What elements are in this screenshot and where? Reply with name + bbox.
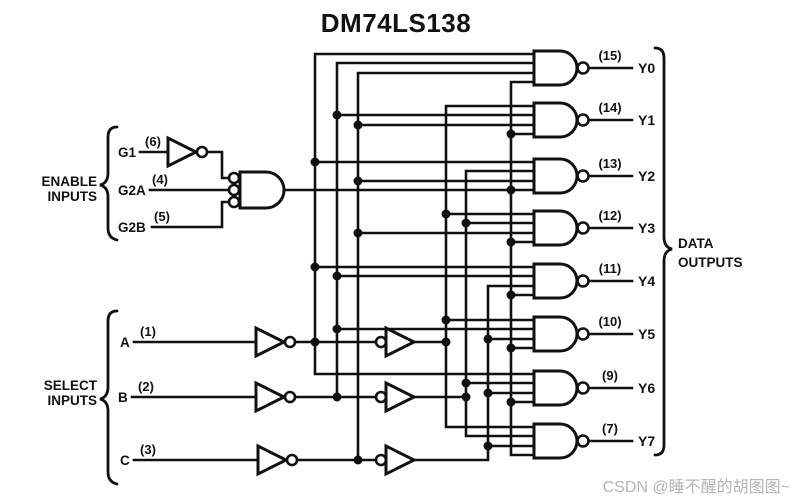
inverter-b1-icon [254, 380, 288, 414]
pin-label-g1: (6) [145, 134, 161, 149]
pin-label-a: (1) [140, 324, 156, 339]
pin-label-y0: (15) [598, 48, 621, 63]
signal-label-b: B [118, 390, 128, 405]
enable-inputs-brace [99, 125, 119, 242]
junction-dots [310, 110, 516, 465]
nand-gate-y2-bubble [576, 169, 590, 183]
pin-label-y7: (7) [602, 421, 618, 436]
pin-label-g2a: (4) [152, 172, 168, 187]
bus-b-not [335, 61, 536, 399]
output-label-y7: Y7 [638, 433, 655, 449]
inverter-c2-icon [384, 443, 418, 477]
nand-gate-y1-icon [532, 101, 579, 139]
g1-inverter-icon [166, 135, 200, 169]
nand-gate-y6-icon [532, 369, 579, 407]
bus-enable [509, 80, 536, 457]
enable-gate-bubble-g2a [227, 183, 241, 197]
nand-gate-y1-bubble [576, 113, 590, 127]
nand-gate-y7-icon [532, 422, 579, 460]
nand-gate-y2-icon [532, 157, 579, 195]
bus-c-not [356, 71, 536, 462]
enable-inputs-group: ENABLE INPUTS G1 (6) G2A (4) G2B (5) [41, 134, 169, 235]
input-gates [166, 135, 418, 477]
pin-label-b: (2) [138, 379, 154, 394]
output-label-y1: Y1 [638, 112, 655, 128]
page-title: DM74LS138 [321, 8, 471, 38]
output-nand-gates [532, 49, 590, 460]
output-label-y4: Y4 [638, 273, 655, 289]
data-outputs-brace [653, 46, 673, 457]
bus-a-not [313, 52, 536, 376]
wire-g1-inverted [205, 150, 231, 180]
g1-inverter-bubble [195, 145, 209, 159]
output-label-y6: Y6 [638, 380, 655, 396]
nand-gate-y0-bubble [576, 61, 590, 75]
pin-label-y1: (14) [598, 100, 621, 115]
pin-label-y6: (9) [602, 368, 618, 383]
pin-label-y4: (11) [599, 261, 621, 276]
pin-label-c: (3) [140, 442, 156, 457]
output-label-y5: Y5 [638, 326, 655, 342]
nand-gate-y4-icon [532, 262, 579, 300]
signal-label-g2a: G2A [118, 183, 146, 198]
inverter-c1-icon [256, 443, 290, 477]
pin-label-y5: (10) [598, 314, 621, 329]
inverter-a2-icon [384, 325, 418, 359]
pin-label-g2b: (5) [154, 209, 170, 224]
signal-label-g1: G1 [118, 145, 137, 160]
wire-g2b-lead [150, 200, 231, 229]
outputs-group-label-line2: OUTPUTS [678, 255, 743, 270]
output-label-y3: Y3 [638, 220, 655, 236]
output-label-y2: Y2 [638, 168, 655, 184]
inverter-c1-bubble [285, 453, 299, 467]
pin-label-y2: (13) [598, 156, 621, 171]
bus-a-true [444, 104, 536, 429]
nand-gate-y3-bubble [576, 221, 590, 235]
watermark: CSDN @睡不醒的胡图图~ [603, 478, 790, 496]
nand-gate-y3-icon [532, 209, 579, 247]
inverter-a1-icon [254, 325, 288, 359]
nand-gate-y0-icon [532, 49, 579, 87]
inverter-b1-bubble [283, 390, 297, 404]
select-group-label-line1: SELECT [44, 378, 98, 393]
signal-label-a: A [120, 335, 130, 350]
bus-b-true [464, 169, 536, 438]
enable-group-label-line2: INPUTS [47, 189, 97, 204]
output-label-y0: Y0 [638, 60, 655, 76]
inverter-b2-icon [384, 380, 418, 414]
enable-and-gate-icon [238, 170, 286, 210]
nand-gate-y5-bubble [576, 327, 590, 341]
nand-gate-y7-bubble [576, 434, 590, 448]
nand-gate-y4-bubble [576, 274, 590, 288]
pin-label-y3: (12) [598, 208, 621, 223]
enable-gate-bubble-g2b [227, 195, 241, 209]
inverter-a1-bubble [283, 335, 297, 349]
data-outputs-group: DATA OUTPUTS (15) Y0 (14) Y1 (13) Y2 (12… [598, 48, 742, 449]
nand-gate-y5-icon [532, 315, 579, 353]
nand-gate-y6-bubble [576, 381, 590, 395]
wire-mesh [130, 52, 634, 462]
outputs-group-label-line1: DATA [678, 236, 714, 251]
signal-label-g2b: G2B [118, 220, 146, 235]
enable-group-label-line1: ENABLE [41, 174, 97, 189]
enable-gate-bubble-g1 [227, 171, 241, 185]
select-inputs-brace [99, 309, 119, 486]
select-inputs-group: SELECT INPUTS A (1) B (2) C (3) [44, 324, 156, 468]
select-group-label-line2: INPUTS [47, 393, 97, 408]
signal-label-c: C [120, 453, 130, 468]
